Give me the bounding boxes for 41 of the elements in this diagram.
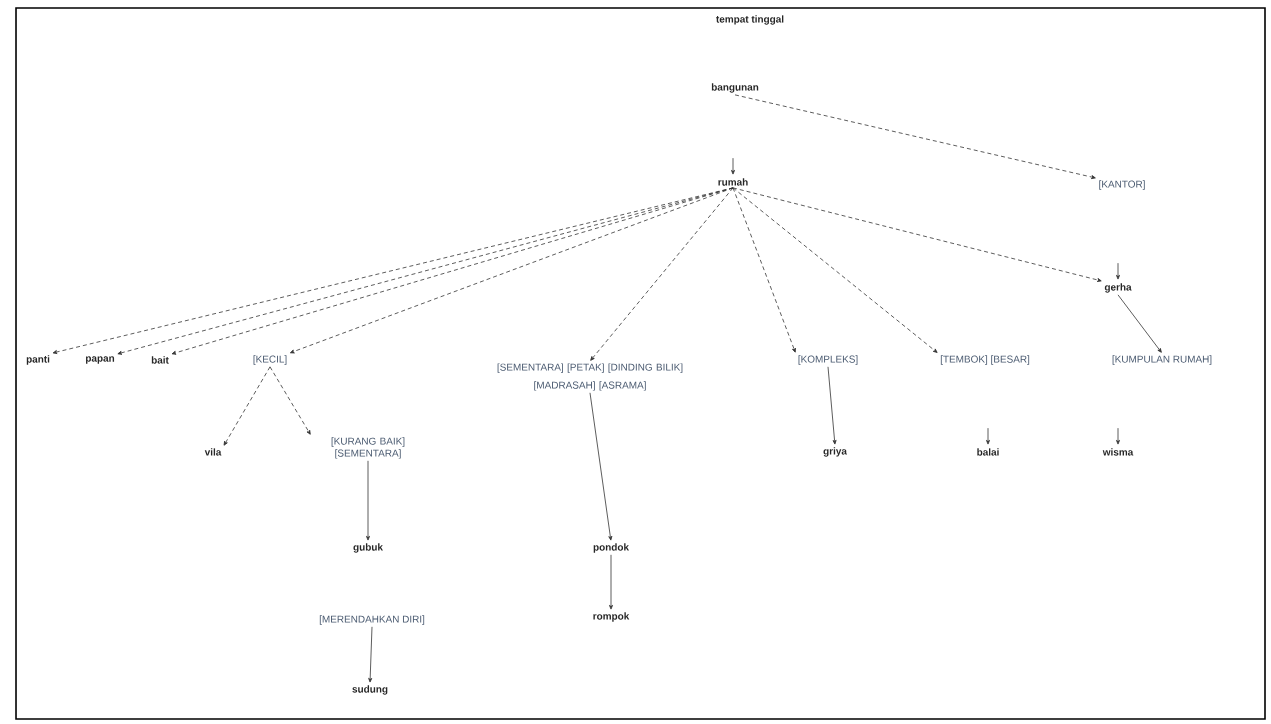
arrow: [986, 427, 990, 445]
arrow: [589, 392, 613, 541]
word-label: griya: [823, 447, 847, 457]
word-label: gubuk: [353, 543, 383, 553]
word-label: rompok: [593, 612, 630, 622]
tag-label: [SEMENTARA] [PETAK] [DINDING BILIK] [MADRASAH] [ASRAMA]: [497, 363, 683, 391]
tag-label: [MERENDAHKAN DIRI]: [319, 615, 425, 625]
word-label: papan: [86, 356, 115, 364]
arrow: [1117, 294, 1162, 353]
tag-label: [KECIL]: [253, 355, 287, 365]
word-label: vila: [204, 448, 222, 456]
word-label: gerha: [1104, 283, 1132, 293]
tag-label: [KUMPULAN RUMAH]: [1112, 355, 1212, 365]
word-label: rumah: [718, 178, 748, 186]
word-label: pondok: [593, 543, 629, 553]
arrow: [732, 187, 938, 353]
word-label: wisma: [1102, 448, 1134, 456]
arrow: [734, 94, 1096, 179]
arrow: [732, 187, 796, 353]
arrow: [590, 187, 734, 361]
word-label: tempat tinggal: [716, 15, 784, 25]
tag-label: [KURANG BAIK] [SEMENTARA]: [331, 437, 405, 459]
tag-label: [KOMPLEKS]: [798, 355, 858, 365]
arrow: [269, 366, 311, 435]
word-label: panti: [26, 355, 50, 365]
tag-label: [TEMBOK] [BESAR]: [940, 355, 1030, 365]
tag-label: [KANTOR]: [1099, 180, 1145, 190]
arrow: [731, 157, 735, 175]
arrow: [368, 626, 373, 683]
word-label: sudung: [352, 685, 388, 695]
arrow: [827, 366, 837, 445]
word-label: balai: [977, 448, 999, 456]
arrow: [1116, 427, 1120, 445]
word-label: bangunan: [711, 83, 759, 93]
arrow: [1116, 262, 1120, 280]
arrow: [732, 187, 1102, 282]
arrow: [366, 460, 370, 541]
arrow: [223, 366, 271, 446]
arrow: [289, 187, 734, 354]
arrow: [609, 554, 613, 610]
word-label: bait: [151, 356, 169, 364]
